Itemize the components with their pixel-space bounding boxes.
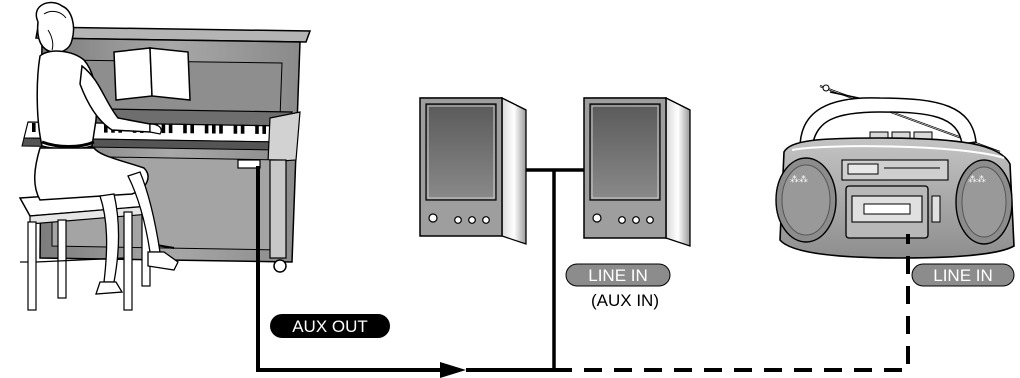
piano-black-key <box>204 124 209 134</box>
piano-black-key <box>233 124 238 134</box>
connection-lines <box>256 166 910 378</box>
radio-cassette: ⁂⁂ ⁂⁂ <box>775 84 1015 259</box>
grille-dots-left: ⁂⁂ <box>790 174 808 185</box>
piano-black-key <box>255 124 259 134</box>
speaker-left <box>419 96 527 245</box>
radio-line-in-label: LINE IN <box>911 263 1015 287</box>
speaker-line-in-text: LINE IN <box>588 266 648 285</box>
piano-black-key <box>262 124 266 134</box>
speaker-right <box>583 96 691 247</box>
arrow-right-icon <box>440 362 466 378</box>
piano-black-key <box>240 124 245 134</box>
piano-black-key <box>168 124 173 134</box>
piano-black-key <box>190 124 194 134</box>
music-book-icon <box>113 47 191 101</box>
piano-black-key <box>32 123 36 132</box>
speaker-aux-in-text: (AUX IN) <box>591 291 659 310</box>
pianist-figure <box>34 1 179 295</box>
piano-black-key <box>212 124 216 134</box>
aux-out-text: AUX OUT <box>292 317 368 336</box>
piano-black-key <box>161 124 166 134</box>
piano-black-key <box>219 124 223 134</box>
piano-black-key <box>183 124 187 134</box>
piano-black-key <box>104 123 108 133</box>
aux-out-label: AUX OUT <box>270 314 390 338</box>
radio-line-in-text: LINE IN <box>933 266 993 285</box>
speaker-line-in-label: LINE IN <box>565 263 671 287</box>
grille-dots-right: ⁂⁂ <box>968 174 986 185</box>
aux-out-jack <box>237 159 261 169</box>
